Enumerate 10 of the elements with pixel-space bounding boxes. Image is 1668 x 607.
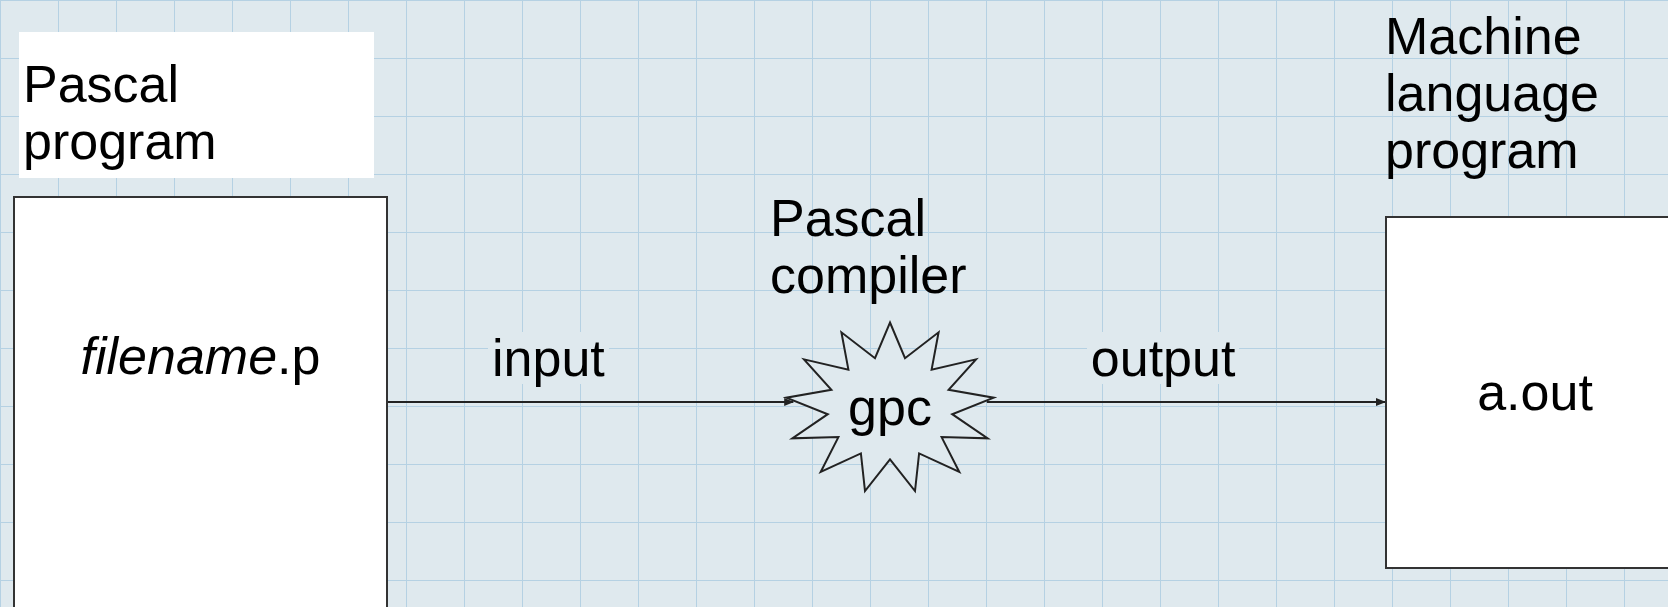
process-box (13, 196, 388, 607)
node-label: gpc (848, 379, 932, 437)
node-heading: Pascal compiler (770, 190, 968, 305)
node-label: a.out (1477, 363, 1593, 422)
node-heading: Pascal program (19, 32, 374, 179)
node-heading: Machine language program (1385, 8, 1600, 180)
arrow (387, 398, 795, 406)
arrow (985, 398, 1386, 406)
node-label: filename.p (80, 328, 321, 386)
process-box (1385, 216, 1668, 569)
